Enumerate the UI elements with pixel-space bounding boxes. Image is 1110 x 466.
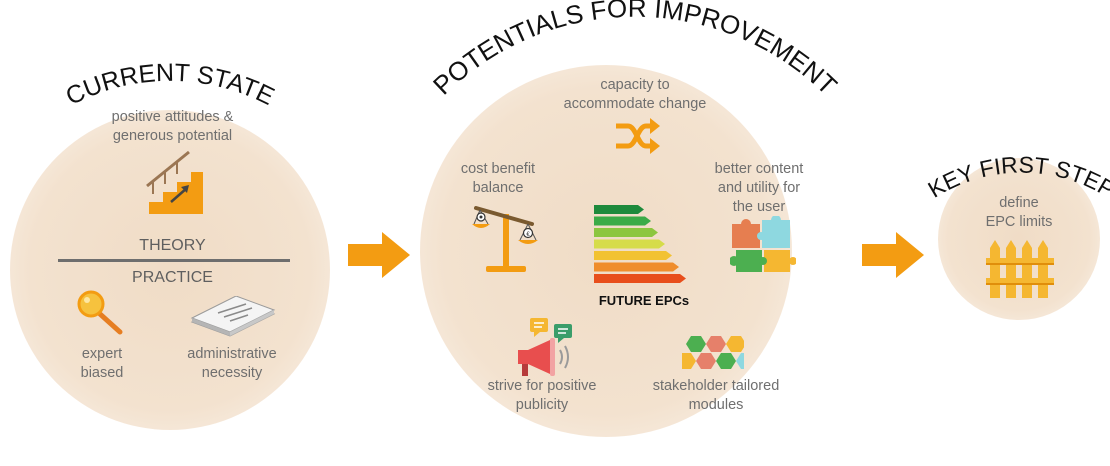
scale-icon: € [472,206,538,272]
positive-attitudes-label: positive attitudes & generous potential [111,109,234,144]
better-content-label: better content and utility for the user [714,161,804,215]
cost-benefit-label: cost benefit balance [460,161,536,196]
stakeholder-modules-label: stakeholder tailored modules [652,378,780,413]
fence-icon [986,240,1054,298]
energy-bar [594,251,672,260]
current-state-circle [10,110,330,430]
arrow-right-icon [862,232,924,278]
current-state-title: CURRENT STATE [61,59,278,111]
shuffle-icon [616,118,660,154]
administrative-necessity-label: administrative necessity [187,346,277,381]
hexagons-icon [682,336,744,369]
practice-label: PRACTICE [132,269,213,286]
energy-label-icon [594,205,686,283]
key-first-step-circle [938,158,1100,320]
stairs-icon [146,150,203,214]
future-epcs-label: FUTURE EPCs [598,293,690,308]
magnifier-icon [77,290,123,335]
energy-bar [594,228,658,237]
arrow-right-icon [348,232,410,278]
energy-bar [594,216,651,226]
megaphone-icon [518,318,572,376]
capacity-label: capacity to accommodate change [563,77,707,112]
energy-bar [594,262,679,272]
energy-bar [594,239,665,249]
energy-bar [594,205,644,214]
expert-biased-label: expert biased [80,346,124,381]
energy-bar [594,274,686,283]
puzzle-icon [730,216,796,272]
documents-icon [190,296,276,337]
theory-label: THEORY [139,237,206,254]
define-epc-limits-label: define EPC limits [985,195,1053,230]
svg-text:€: € [526,232,530,238]
positive-publicity-label: strive for positive publicity [487,378,597,413]
theory-practice-divider [58,259,290,262]
